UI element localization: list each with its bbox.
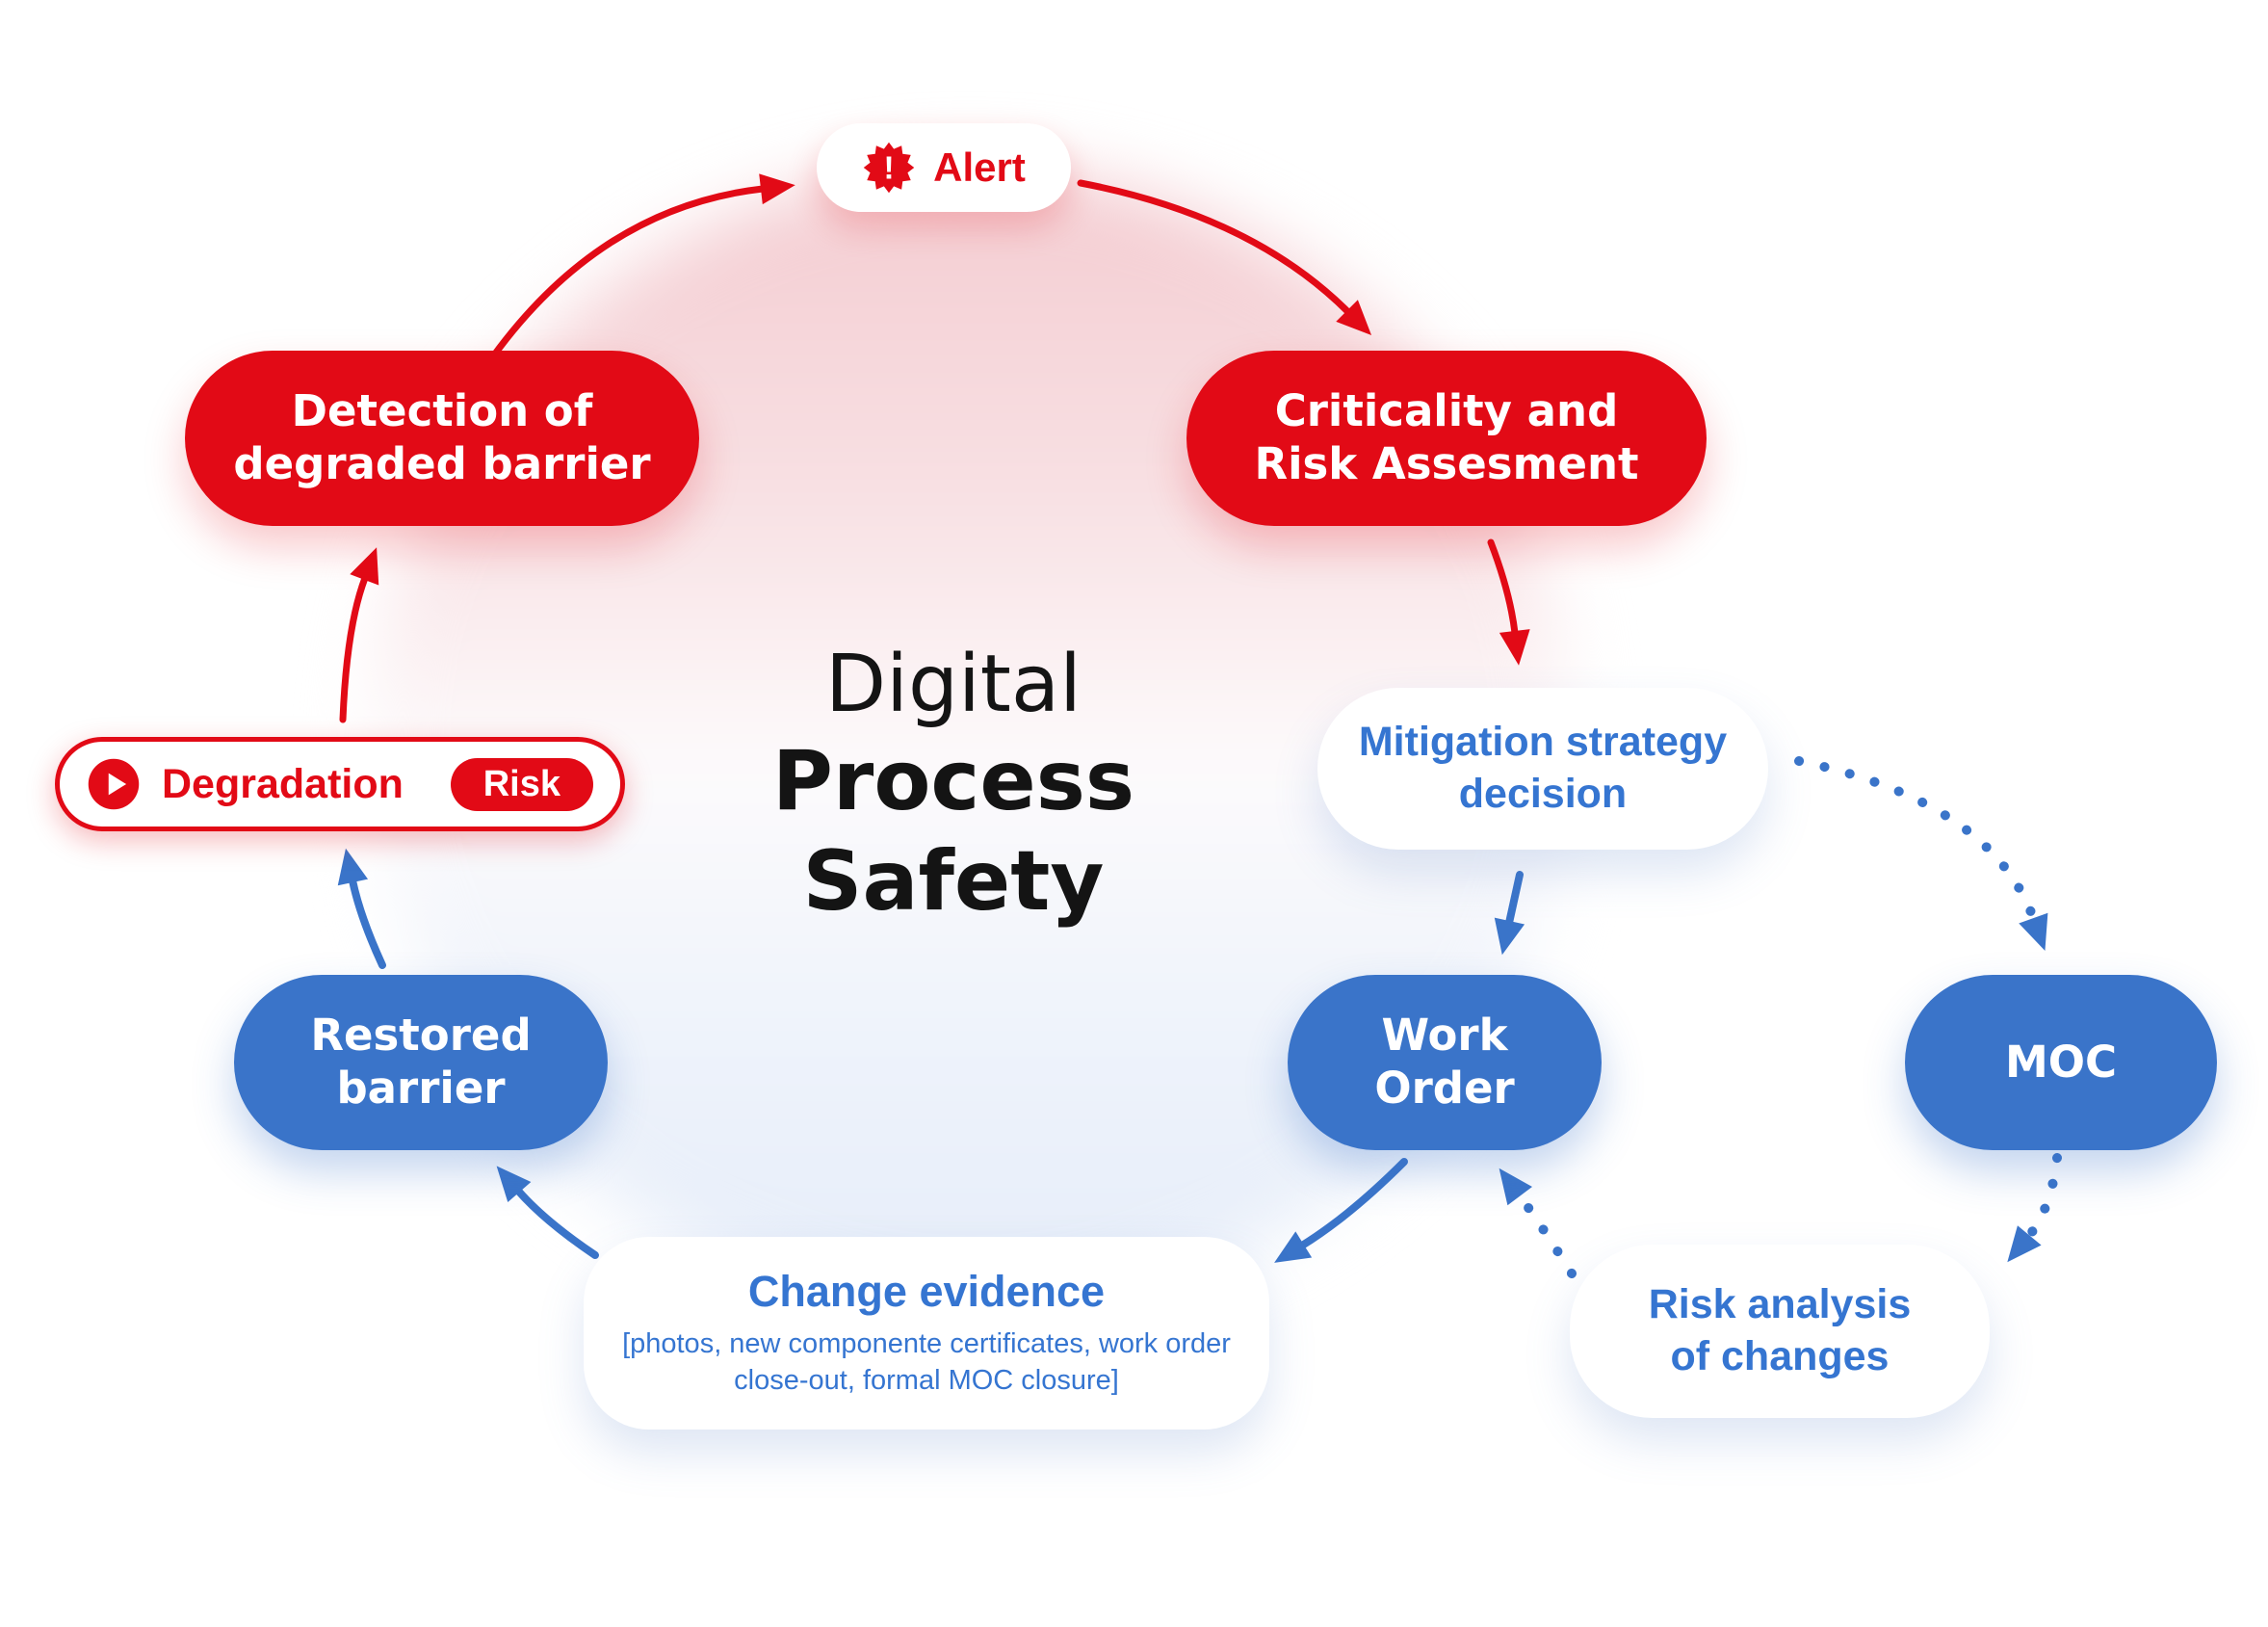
arrow-change-evidence-to-restored xyxy=(496,1166,599,1259)
arrow-mitigation-to-moc-dotted xyxy=(1794,756,2048,952)
arrow-detection-to-alert xyxy=(489,173,795,360)
arrow-criticality-to-mitigation xyxy=(1487,538,1530,666)
arrow-degradation-to-detection xyxy=(339,547,379,723)
node-degradation-risk: Degradation Risk xyxy=(55,737,625,831)
title-line-safety: Safety xyxy=(802,832,1105,930)
mitigation-label: Mitigation strategy decision xyxy=(1358,719,1728,817)
arrow-work-order-to-change-evidence xyxy=(1274,1158,1408,1263)
play-icon xyxy=(87,757,141,811)
arrow-risk-analysis-to-work-order-dotted xyxy=(1499,1168,1577,1278)
risk-analysis-label: Risk analysis of changes xyxy=(1648,1281,1912,1379)
restored-label: Restored barrier xyxy=(310,1010,532,1114)
moc-label: MOC xyxy=(2004,1036,2118,1088)
change-evidence-subtext: [photos, new componente certificates, wo… xyxy=(622,1328,1231,1396)
arrow-restored-to-degradation xyxy=(337,848,386,969)
arrow-moc-to-risk-analysis-dotted xyxy=(2007,1153,2062,1263)
work-order-label: Work Order xyxy=(1374,1010,1515,1114)
arrow-mitigation-to-work-order xyxy=(1494,871,1525,956)
risk-badge: Risk xyxy=(450,757,593,811)
alert-label: Alert xyxy=(933,144,1026,190)
arrow-alert-to-criticality xyxy=(1077,179,1372,336)
node-alert: ! Alert xyxy=(817,123,1071,212)
degradation-label: Degradation xyxy=(162,760,404,807)
node-work-order: Work Order xyxy=(1288,975,1602,1150)
page-title: Digital Process Safety xyxy=(616,638,1290,932)
node-risk-analysis-of-changes: Risk analysis of changes xyxy=(1570,1245,1990,1418)
criticality-label: Criticality and Risk Assesment xyxy=(1254,385,1639,489)
change-evidence-title: Change evidence xyxy=(747,1267,1106,1317)
node-moc: MOC xyxy=(1905,975,2217,1150)
title-line-digital: Digital xyxy=(825,639,1082,730)
title-line-process: Process xyxy=(771,733,1135,830)
detection-label: Detection of degraded barrier xyxy=(233,385,651,489)
node-change-evidence: Change evidence [photos, new componente … xyxy=(584,1237,1269,1430)
node-mitigation-strategy-decision: Mitigation strategy decision xyxy=(1317,688,1768,850)
node-criticality-risk-assesment: Criticality and Risk Assesment xyxy=(1186,351,1707,526)
node-restored-barrier: Restored barrier xyxy=(234,975,608,1150)
alert-seal-icon: ! xyxy=(862,141,916,195)
svg-text:!: ! xyxy=(884,150,895,186)
node-detection-of-degraded-barrier: Detection of degraded barrier xyxy=(185,351,699,526)
